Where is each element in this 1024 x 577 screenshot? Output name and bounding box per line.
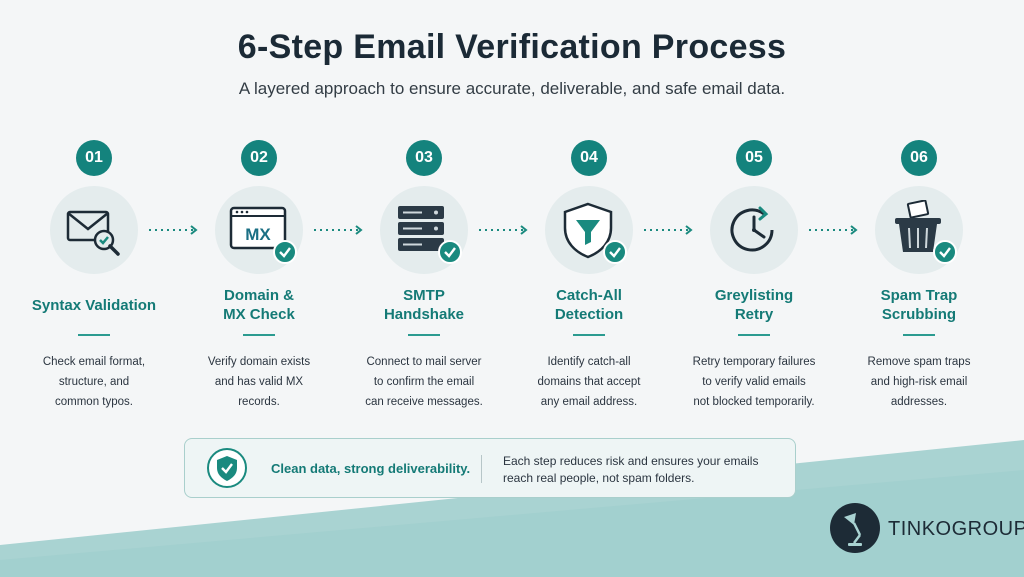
step-underline bbox=[573, 334, 605, 336]
lamp-logo-icon bbox=[830, 503, 880, 553]
step-title: Syntax Validation bbox=[31, 296, 157, 314]
step-number: 05 bbox=[736, 140, 772, 176]
brand-name: TINKOGROUP bbox=[888, 518, 1024, 540]
arrow-right-icon bbox=[479, 225, 528, 235]
envelope-magnifier-icon bbox=[50, 186, 138, 274]
step-5: 05 Greylisting Retry Retry temporary fai… bbox=[679, 140, 829, 412]
mx-label: MX bbox=[245, 225, 271, 244]
step-description: Check email format, structure, and commo… bbox=[42, 356, 146, 408]
banner-headline: Clean data, strong deliverability. bbox=[271, 461, 471, 476]
arrow-right-icon bbox=[809, 225, 858, 235]
banner-divider bbox=[481, 455, 482, 483]
clock-retry-icon bbox=[710, 186, 798, 274]
step-1: 01 Syntax Validation Check email format,… bbox=[19, 140, 169, 412]
page-title: 6-Step Email Verification Process bbox=[237, 28, 787, 66]
arrow-right-icon bbox=[149, 225, 198, 235]
step-underline bbox=[78, 334, 110, 336]
shield-check-icon bbox=[207, 448, 247, 488]
step-title: SMTP Handshake bbox=[383, 287, 465, 323]
check-icon bbox=[933, 240, 957, 264]
step-4: 04 Catch-All Detection Identify catch-al… bbox=[514, 140, 664, 412]
step-underline bbox=[903, 334, 935, 336]
step-underline bbox=[243, 334, 275, 336]
page-subtitle: A layered approach to ensure accurate, d… bbox=[238, 79, 786, 98]
step-6: 06 Spam Trap Scrubbing Remove spam traps… bbox=[844, 140, 994, 412]
step-number: 02 bbox=[241, 140, 277, 176]
check-icon bbox=[603, 240, 627, 264]
step-description: Identify catch-all domains that accept a… bbox=[537, 356, 641, 408]
step-title: Catch-All Detection bbox=[554, 287, 624, 323]
summary-banner: Clean data, strong deliverability. Each … bbox=[184, 438, 796, 498]
mx-window-icon: MX bbox=[215, 186, 303, 274]
step-description: Remove spam traps and high-risk email ad… bbox=[867, 356, 971, 408]
step-2: 02 MX Domain & MX Check Verify domain ex… bbox=[184, 140, 334, 412]
step-number: 04 bbox=[571, 140, 607, 176]
shield-funnel-icon bbox=[545, 186, 633, 274]
step-title: Domain & MX Check bbox=[223, 287, 295, 323]
step-description: Retry temporary failures to verify valid… bbox=[692, 356, 816, 408]
step-title: Spam Trap Scrubbing bbox=[880, 287, 958, 323]
check-icon bbox=[273, 240, 297, 264]
banner-body: Each step reduces risk and ensures your … bbox=[503, 454, 759, 485]
step-title: Greylisting Retry bbox=[714, 287, 794, 323]
step-number: 01 bbox=[76, 140, 112, 176]
step-3: 03 SMTP Handshake Connect to mail server… bbox=[349, 140, 499, 412]
check-icon bbox=[438, 240, 462, 264]
arrow-right-icon bbox=[314, 225, 363, 235]
arrow-right-icon bbox=[644, 225, 693, 235]
step-description: Verify domain exists and has valid MX re… bbox=[207, 356, 311, 408]
server-stack-icon bbox=[380, 186, 468, 274]
step-underline bbox=[408, 334, 440, 336]
step-number: 06 bbox=[901, 140, 937, 176]
step-underline bbox=[738, 334, 770, 336]
step-number: 03 bbox=[406, 140, 442, 176]
trash-basket-icon bbox=[875, 186, 963, 274]
step-description: Connect to mail server to confirm the em… bbox=[365, 356, 483, 408]
